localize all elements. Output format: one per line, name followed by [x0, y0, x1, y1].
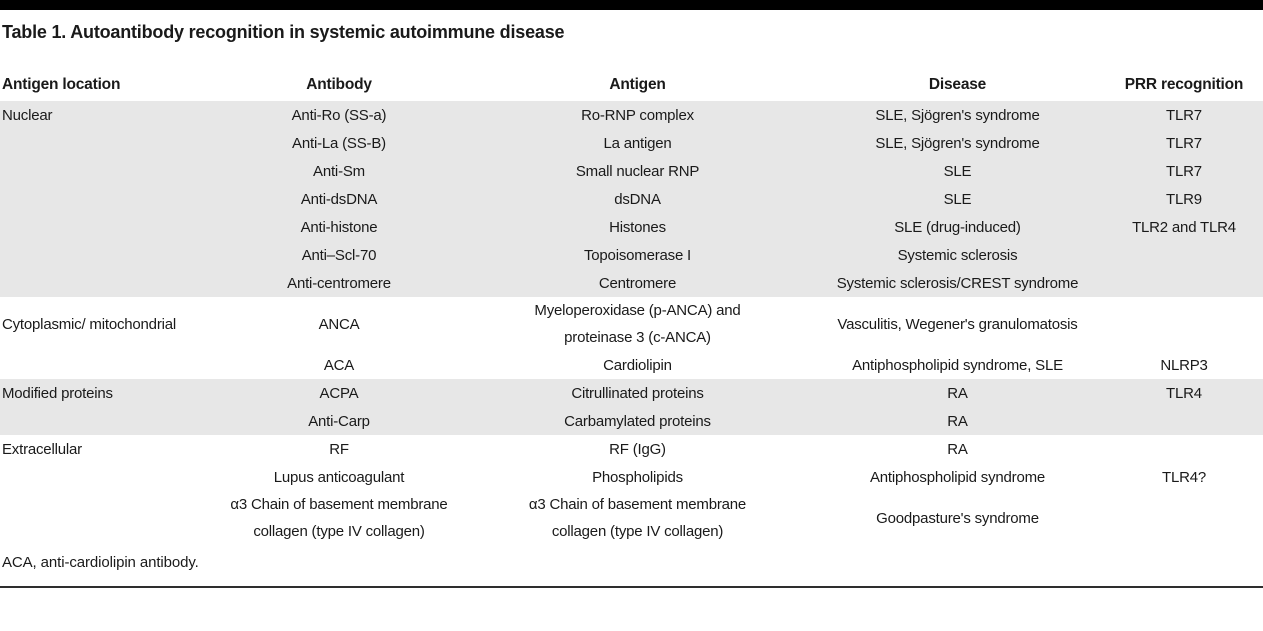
cell: Antiphospholipid syndrome, SLE [852, 356, 1063, 374]
table-row: Cytoplasmic/ mitochondrial ANCA Myeloperox… [0, 297, 1263, 351]
cell: Anti-La (SS-B) [213, 129, 465, 157]
bottom-rule [0, 586, 1263, 588]
cell: Anti-centromere [213, 269, 465, 297]
cell: Phospholipids [592, 468, 683, 486]
column-header-disease: Disease [928, 76, 987, 93]
cell: ACPA [213, 379, 465, 407]
cell [0, 129, 213, 157]
cell: Systemic sclerosis/CREST syndrome [810, 269, 1105, 297]
cell: Vasculitis, Wegener's granulomatosis [837, 315, 1078, 333]
cell [1105, 241, 1263, 269]
cell [1105, 269, 1263, 297]
table-row: ACA Cardiolipin Antiphospholipid syndrome,… [0, 351, 1263, 379]
cell: Nuclear [0, 101, 213, 129]
cell: Ro-RNP complex [465, 101, 810, 129]
cell [1105, 297, 1263, 351]
table-header: Antigen location Antibody Antigen Diseas… [0, 42, 1263, 101]
cell: dsDNA [465, 185, 810, 213]
cell [1105, 407, 1263, 435]
cell: RF [329, 440, 349, 458]
table-row: Lupus anticoagulant Phospholipids Antiphos… [0, 463, 1263, 491]
cell: SLE (drug-induced) [810, 213, 1105, 241]
cell: SLE [810, 185, 1105, 213]
cell: Anti-Ro (SS-a) [213, 101, 465, 129]
table-row: Extracellular RF RF (IgG) RA [0, 435, 1263, 463]
cell: RA [810, 407, 1105, 435]
footnote: ACA, anti-cardiolipin antibody. [2, 554, 199, 571]
cell: TLR7 [1105, 157, 1263, 185]
column-header-antigen: Antigen [609, 76, 666, 93]
cell [0, 491, 213, 545]
cell: Myeloperoxidase (p-ANCA) and proteinase … [534, 302, 741, 346]
table-row: α3 Chain of basement membrane collagen (… [0, 491, 1263, 545]
cell: NLRP3 [1160, 356, 1208, 374]
cell: Topoisomerase I [465, 241, 810, 269]
cell: Centromere [465, 269, 810, 297]
cell: TLR2 and TLR4 [1105, 213, 1263, 241]
autoantibody-table: Antigen location Antibody Antigen Diseas… [0, 42, 1263, 545]
cell: Citrullinated proteins [465, 379, 810, 407]
cell: α3 Chain of basement membrane collagen (… [230, 496, 448, 540]
cell: RA [947, 440, 968, 458]
column-header-prr-recognition: PRR recognition [1124, 76, 1244, 93]
cell [0, 213, 213, 241]
column-header-antigen-location: Antigen location [2, 76, 121, 93]
header-row: Antigen location Antibody Antigen Diseas… [0, 42, 1263, 101]
cell: TLR7 [1105, 101, 1263, 129]
cell: ANCA [318, 315, 360, 333]
cell: Goodpasture's syndrome [876, 509, 1039, 527]
cell: TLR4 [1105, 379, 1263, 407]
cell: RA [810, 379, 1105, 407]
cell [0, 269, 213, 297]
cell: Cytoplasmic/ mitochondrial [2, 315, 177, 333]
cell: Small nuclear RNP [465, 157, 810, 185]
cell: TLR7 [1105, 129, 1263, 157]
cell: Modified proteins [0, 379, 213, 407]
cell: SLE, Sjögren's syndrome [810, 129, 1105, 157]
top-rule [0, 0, 1263, 10]
cell: α3 Chain of basement membrane collagen (… [528, 496, 747, 540]
cell [0, 351, 213, 379]
cell: Carbamylated proteins [465, 407, 810, 435]
cell: TLR9 [1105, 185, 1263, 213]
column-header-antibody: Antibody [306, 76, 372, 93]
cell: ACA [323, 356, 355, 374]
cell: RF (IgG) [609, 440, 666, 458]
cell: Cardiolipin [603, 356, 672, 374]
table-title: Table 1. Autoantibody recognition in sys… [2, 22, 565, 42]
cell: SLE, Sjögren's syndrome [810, 101, 1105, 129]
cell [0, 463, 213, 491]
cell: Lupus anticoagulant [273, 468, 405, 486]
cell [1105, 491, 1263, 545]
cell: Anti-Carp [213, 407, 465, 435]
cell: Anti-dsDNA [213, 185, 465, 213]
cell: La antigen [465, 129, 810, 157]
cell: Anti-histone [213, 213, 465, 241]
cell: Anti-Sm [213, 157, 465, 185]
cell: Histones [465, 213, 810, 241]
cell [0, 241, 213, 269]
cell: Anti–Scl-70 [213, 241, 465, 269]
cell [0, 407, 213, 435]
cell: Extracellular [2, 440, 82, 458]
cell: SLE [810, 157, 1105, 185]
cell [0, 185, 213, 213]
cell: Antiphospholipid syndrome [869, 468, 1046, 486]
cell: Systemic sclerosis [810, 241, 1105, 269]
cell [0, 157, 213, 185]
cell: TLR4? [1161, 468, 1207, 486]
cell [1105, 435, 1263, 463]
